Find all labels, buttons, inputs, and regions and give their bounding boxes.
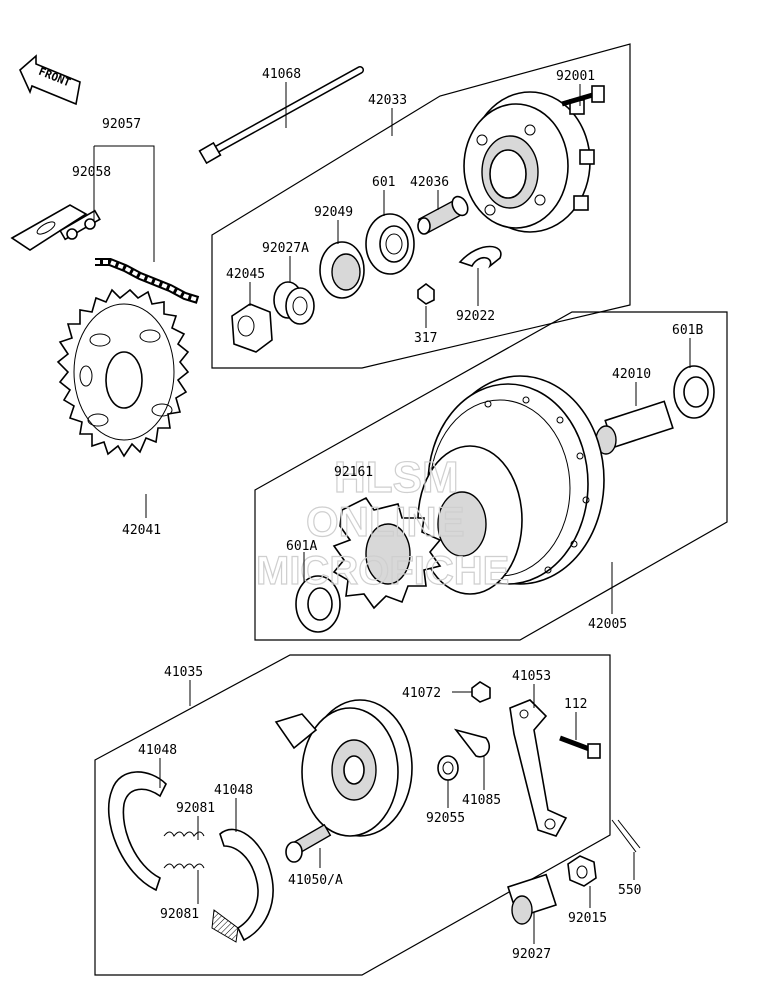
label-92022: 92022 (456, 309, 495, 324)
wheel-spacer-part (595, 400, 674, 455)
brake-panel-part (274, 699, 413, 837)
label-42036: 42036 (410, 175, 449, 190)
cam-seal-part (437, 755, 459, 781)
hub-sleeve-part (417, 195, 469, 235)
label-601: 601 (372, 175, 395, 190)
lever-nut-part (471, 681, 491, 703)
label-41053: 41053 (512, 669, 551, 684)
lever-bolt-part (559, 735, 601, 759)
label-601B: 601B (672, 323, 703, 338)
wheel-assembly-frame (254, 311, 728, 641)
label-42045: 42045 (226, 267, 265, 282)
nut-part (417, 283, 435, 305)
hub-assembly-frame (211, 43, 631, 369)
label-41068: 41068 (262, 67, 301, 82)
label-317: 317 (414, 331, 437, 346)
brake-cam-part (285, 823, 332, 863)
drive-chain-part (95, 258, 200, 304)
hub-damper-part (332, 496, 442, 610)
label-92055: 92055 (426, 811, 465, 826)
front-arrow-icon: FRONT (19, 54, 81, 106)
axle-nut-part (231, 303, 273, 353)
brake-spring-upper-part (163, 831, 205, 837)
axle-collar-part (507, 873, 557, 925)
label-92001: 92001 (556, 69, 595, 84)
label-601A: 601A (286, 539, 317, 554)
watermark-line-2: ONLINE (306, 498, 465, 545)
label-41050A: 41050/A (288, 873, 343, 888)
oil-seal-part (319, 241, 365, 299)
brake-lever-part (509, 699, 568, 837)
part-labels: 41068 42033 92001 92057 92058 601 42036 … (72, 67, 703, 962)
brake-shoe-right-part (211, 828, 274, 943)
brake-shoe-left-part (107, 771, 167, 892)
label-92161: 92161 (334, 465, 373, 480)
label-42041: 42041 (122, 523, 161, 538)
label-92027A: 92027A (262, 241, 309, 256)
hub-bolt-part (561, 85, 605, 107)
label-92081-upper: 92081 (176, 801, 215, 816)
watermark-line-1: HLSM (334, 453, 459, 502)
collar-part (273, 281, 315, 325)
rear-sprocket-part (56, 288, 190, 458)
wheel-bearing-right-part (673, 365, 715, 419)
label-550: 550 (618, 883, 641, 898)
label-92057: 92057 (102, 117, 141, 132)
axle-part (198, 66, 364, 165)
watermark-line-3: MICROFICHE (256, 549, 509, 593)
label-92058: 92058 (72, 165, 111, 180)
brake-spring-lower-part (163, 863, 205, 869)
label-42005: 42005 (588, 617, 627, 632)
label-41035: 41035 (164, 665, 203, 680)
cotter-pin-part (611, 819, 641, 853)
lock-plate-part (458, 245, 502, 269)
sprocket-hub-part (463, 91, 595, 233)
hub-bearing-part (365, 213, 415, 275)
leader-lines (93, 82, 691, 944)
label-41072: 41072 (402, 686, 441, 701)
rear-wheel-part (417, 375, 605, 595)
label-92015: 92015 (568, 911, 607, 926)
label-42033: 42033 (368, 93, 407, 108)
label-92081-lower: 92081 (160, 907, 199, 922)
label-41048-left: 41048 (138, 743, 177, 758)
label-112: 112 (564, 697, 587, 712)
label-41048-right: 41048 (214, 783, 253, 798)
label-92027: 92027 (512, 947, 551, 962)
label-42010: 42010 (612, 367, 651, 382)
wheel-bearing-left-part (295, 575, 341, 633)
label-92049: 92049 (314, 205, 353, 220)
wear-indicator-part (453, 728, 491, 758)
watermark: HLSM ONLINE MICROFICHE (255, 452, 510, 593)
chain-joint-part (10, 204, 101, 251)
brake-assembly-frame (94, 654, 611, 976)
label-41085: 41085 (462, 793, 501, 808)
castle-nut-part (567, 855, 597, 887)
